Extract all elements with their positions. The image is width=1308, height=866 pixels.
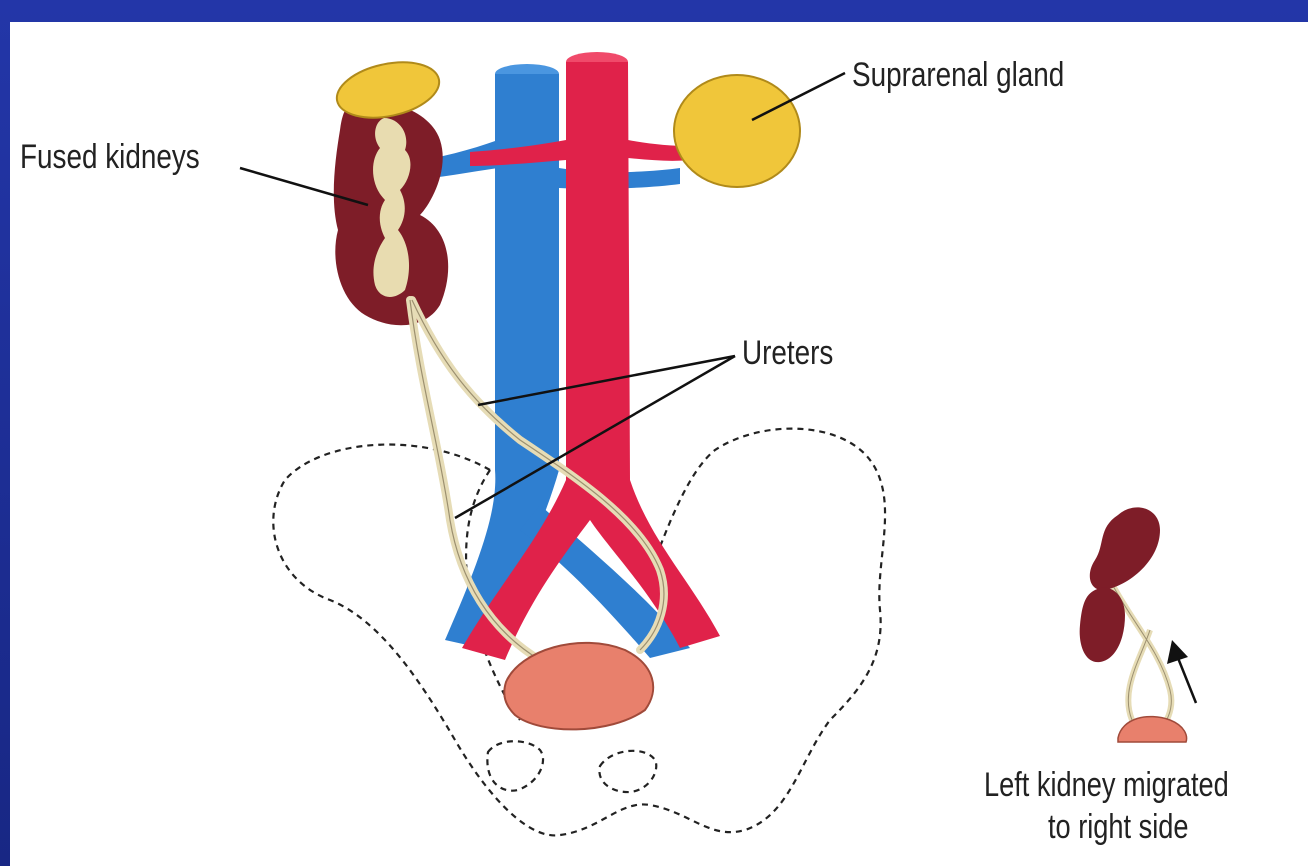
inset-bladder (1118, 717, 1187, 742)
label-inset-line1: Left kidney migrated (984, 765, 1229, 804)
label-ureters: Ureters (742, 333, 833, 371)
inset-illustration (1080, 507, 1196, 742)
label-fused-kidneys: Fused kidneys (20, 137, 200, 175)
label-suprarenal-gland: Suprarenal gland (852, 55, 1064, 93)
left-suprarenal-gland (674, 75, 800, 187)
inset-lower-kidney (1080, 588, 1125, 663)
inset-upper-kidney (1090, 507, 1160, 590)
label-inset-line2: to right side (1048, 807, 1189, 846)
fused-kidneys (334, 102, 448, 325)
